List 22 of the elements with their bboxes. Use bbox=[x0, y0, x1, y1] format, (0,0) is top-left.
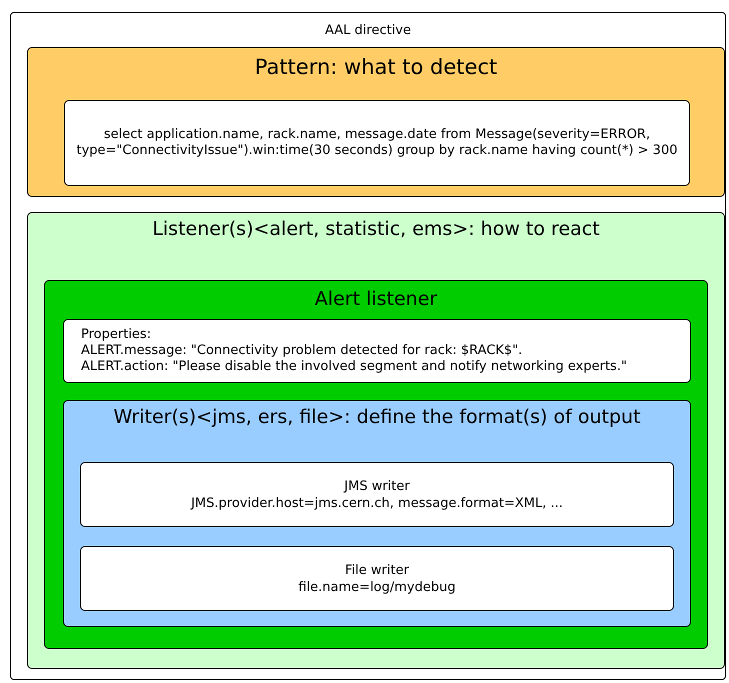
properties-box bbox=[63, 319, 691, 383]
writer-box bbox=[80, 546, 674, 611]
panel-heading: Listener(s)<alert, statistic, ems>: how to react bbox=[151, 217, 601, 242]
writer-box bbox=[80, 462, 674, 527]
property-text: file.name=log/mydebug bbox=[297, 578, 457, 596]
properties-heading: Properties: bbox=[81, 327, 152, 343]
listener-panel bbox=[27, 212, 725, 669]
property-text: JMS.provider.host=jms.cern.ch, message.format=XML, ... bbox=[190, 494, 564, 512]
panel-heading: Alert listener bbox=[314, 287, 438, 312]
property-text: ALERT.message: "Connectivity problem detected for rack: $RACK$". bbox=[81, 343, 524, 359]
writer-title: JMS writer bbox=[342, 478, 411, 494]
panel-heading: Pattern: what to detect bbox=[254, 54, 498, 81]
directive-frame bbox=[10, 12, 726, 680]
panel-heading: Writer(s)<jms, ers, file>: define the format(s) of output bbox=[112, 405, 642, 430]
alert-listener-panel bbox=[44, 280, 708, 649]
writers-panel bbox=[63, 400, 691, 627]
panel-heading: AAL directive bbox=[324, 22, 412, 40]
property-text: ALERT.action: "Please disable the involved segment and notify networking experts." bbox=[81, 359, 628, 375]
pattern-panel bbox=[27, 47, 725, 197]
query-text: select application.name, rack.name, message.date from Message(severity=ERROR, type="ConnectivityIssue").win:time(30 seconds) group by rack.name having count(*) > 300 bbox=[75, 127, 678, 159]
writer-title: File writer bbox=[344, 562, 410, 578]
query-box bbox=[64, 100, 690, 186]
